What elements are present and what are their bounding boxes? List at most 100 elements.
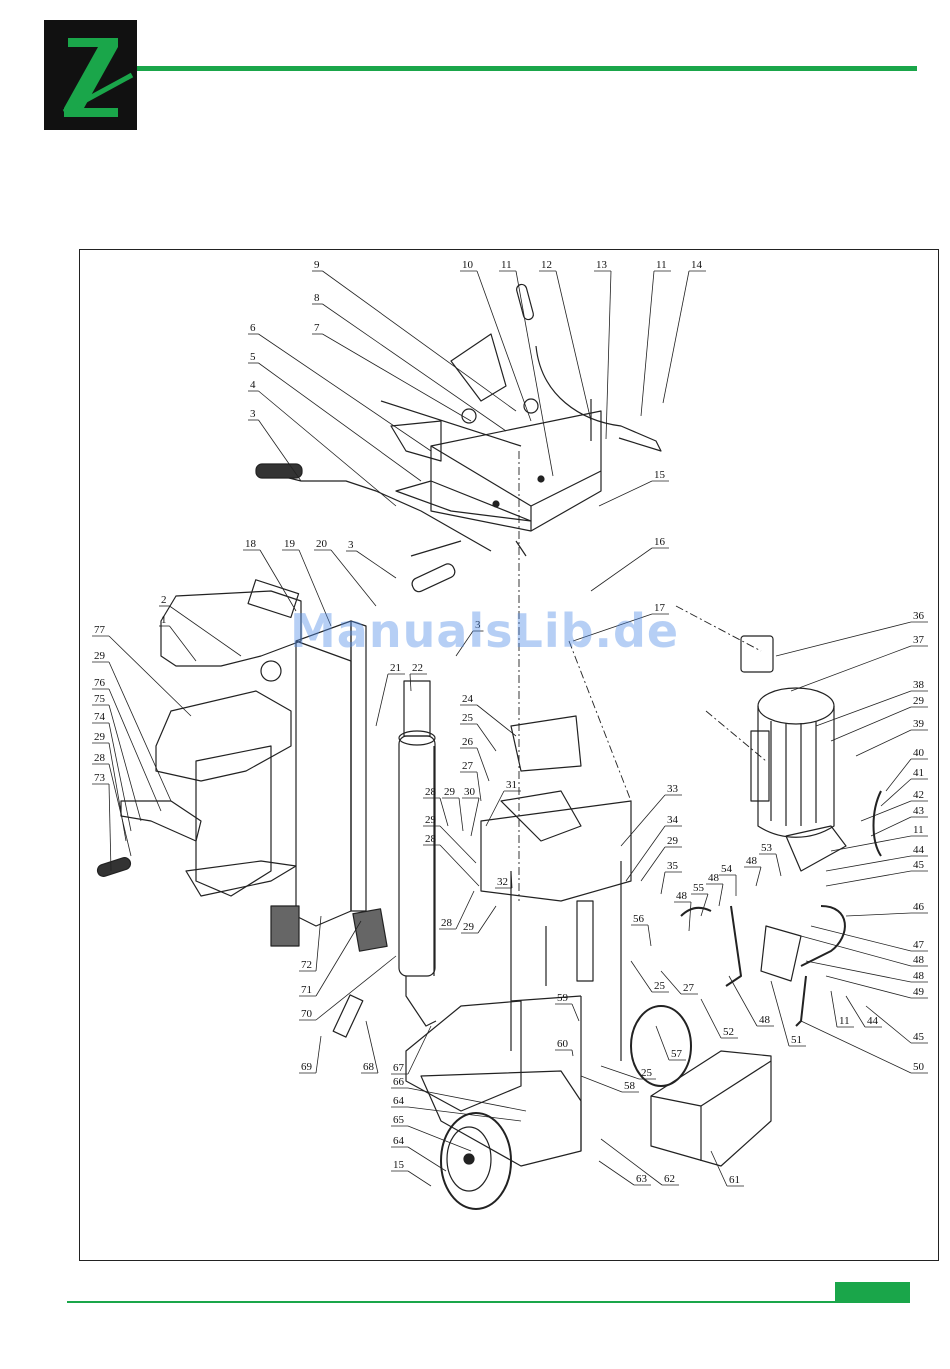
callout-number: 41 xyxy=(913,767,924,779)
header-rule xyxy=(137,66,917,71)
callout-leader xyxy=(477,905,497,934)
callout-number: 59 xyxy=(557,992,569,1004)
callout-32: 32 xyxy=(495,870,513,889)
callout-number: 37 xyxy=(913,634,925,646)
callout-4: 4 xyxy=(248,379,397,507)
callout-30: 30 xyxy=(462,786,480,837)
callout-71: 71 xyxy=(299,920,362,997)
callout-leader xyxy=(169,605,242,657)
callout-leader xyxy=(598,1160,635,1186)
callout-number: 57 xyxy=(671,1048,683,1060)
callout-number: 77 xyxy=(94,624,106,636)
callout-63: 63 xyxy=(598,1160,651,1186)
callout-number: 74 xyxy=(94,711,106,723)
callout-number: 72 xyxy=(301,959,312,971)
callout-number: 49 xyxy=(913,986,925,998)
callout-52: 52 xyxy=(700,998,738,1039)
diagram-canvas: 1233345678910111213111415161718192021222… xyxy=(92,259,928,1210)
callout-number: 15 xyxy=(393,1159,405,1171)
callout-39: 39 xyxy=(855,718,928,757)
callout-number: 54 xyxy=(721,863,733,875)
callout-number: 69 xyxy=(301,1061,313,1073)
callout-28: 28 xyxy=(423,786,449,827)
callout-leader xyxy=(830,706,912,742)
callout-number: 2 xyxy=(161,594,167,606)
callout-number: 48 xyxy=(913,954,925,966)
callout-leader xyxy=(315,955,397,1021)
callout-leader xyxy=(455,630,474,657)
callout-67: 67 xyxy=(391,1025,432,1075)
callout-29: 29 xyxy=(640,835,682,882)
callout-leader xyxy=(258,333,432,452)
callout-number: 48 xyxy=(676,890,688,902)
callout-13: 13 xyxy=(594,259,612,440)
callout-number: 11 xyxy=(501,259,512,271)
callout-leader xyxy=(439,844,480,887)
callout-27: 27 xyxy=(460,760,482,802)
callout-leader xyxy=(825,870,912,887)
callout-26: 26 xyxy=(460,736,490,782)
callout-number: 48 xyxy=(708,872,720,884)
callout-leader xyxy=(825,855,912,872)
callout-65: 65 xyxy=(391,1114,472,1152)
callout-leader xyxy=(855,729,912,757)
z-logo-icon xyxy=(62,38,134,117)
callout-leader xyxy=(580,1075,623,1093)
callout-leader xyxy=(640,846,666,882)
callout-number: 33 xyxy=(667,783,679,795)
callout-leader xyxy=(770,980,790,1047)
callout-leader xyxy=(830,835,912,852)
callout-leader xyxy=(688,901,692,932)
wheels xyxy=(440,1005,692,1210)
callout-leader xyxy=(830,990,838,1028)
callout-number: 55 xyxy=(693,882,705,894)
callout-leader xyxy=(660,871,666,895)
callout-47: 47 xyxy=(810,925,928,952)
callout-69: 69 xyxy=(299,1035,322,1074)
callout-number: 63 xyxy=(636,1173,648,1185)
callout-number: 48 xyxy=(746,855,758,867)
callout-leader xyxy=(825,975,912,999)
callout-leader xyxy=(572,613,653,642)
callout-leader xyxy=(108,763,132,857)
callout-leader xyxy=(407,1125,472,1152)
callout-28: 28 xyxy=(423,833,480,887)
callout-number: 4 xyxy=(250,379,256,391)
callout-leader xyxy=(365,1020,379,1074)
callout-leader xyxy=(880,778,912,807)
callout-number: 3 xyxy=(348,539,354,551)
page-tab xyxy=(835,1282,910,1303)
callout-25: 25 xyxy=(630,960,669,993)
callout-38: 38 xyxy=(815,679,928,727)
callout-18: 18 xyxy=(243,538,297,612)
callout-29: 29 xyxy=(423,814,477,864)
callout-leader xyxy=(571,1049,574,1057)
splitter-column xyxy=(247,563,456,952)
callout-number: 26 xyxy=(462,736,474,748)
callout-number: 43 xyxy=(913,805,925,817)
callout-45: 45 xyxy=(825,859,928,887)
callout-leader xyxy=(860,800,912,822)
callout-25: 25 xyxy=(460,712,497,752)
callout-leader xyxy=(476,270,532,422)
callout-11: 11 xyxy=(499,259,554,477)
callout-number: 25 xyxy=(654,980,666,992)
callout-number: 64 xyxy=(393,1095,405,1107)
callout-48: 48 xyxy=(728,975,774,1027)
callout-number: 28 xyxy=(425,786,437,798)
callout-50: 50 xyxy=(800,1020,928,1074)
callout-21: 21 xyxy=(375,662,405,727)
callout-48: 48 xyxy=(744,855,762,887)
callout-16: 16 xyxy=(590,536,669,592)
callout-number: 28 xyxy=(425,833,437,845)
callout-59: 59 xyxy=(555,992,580,1022)
callout-number: 39 xyxy=(913,718,925,730)
callout-number: 11 xyxy=(839,1015,850,1027)
callout-leader xyxy=(258,419,302,482)
callout-55: 55 xyxy=(691,882,709,917)
callout-leader xyxy=(845,912,912,917)
callout-54: 54 xyxy=(719,863,737,896)
callout-number: 11 xyxy=(656,259,667,271)
callout-15: 15 xyxy=(391,1159,432,1187)
callout-leader xyxy=(718,883,724,907)
